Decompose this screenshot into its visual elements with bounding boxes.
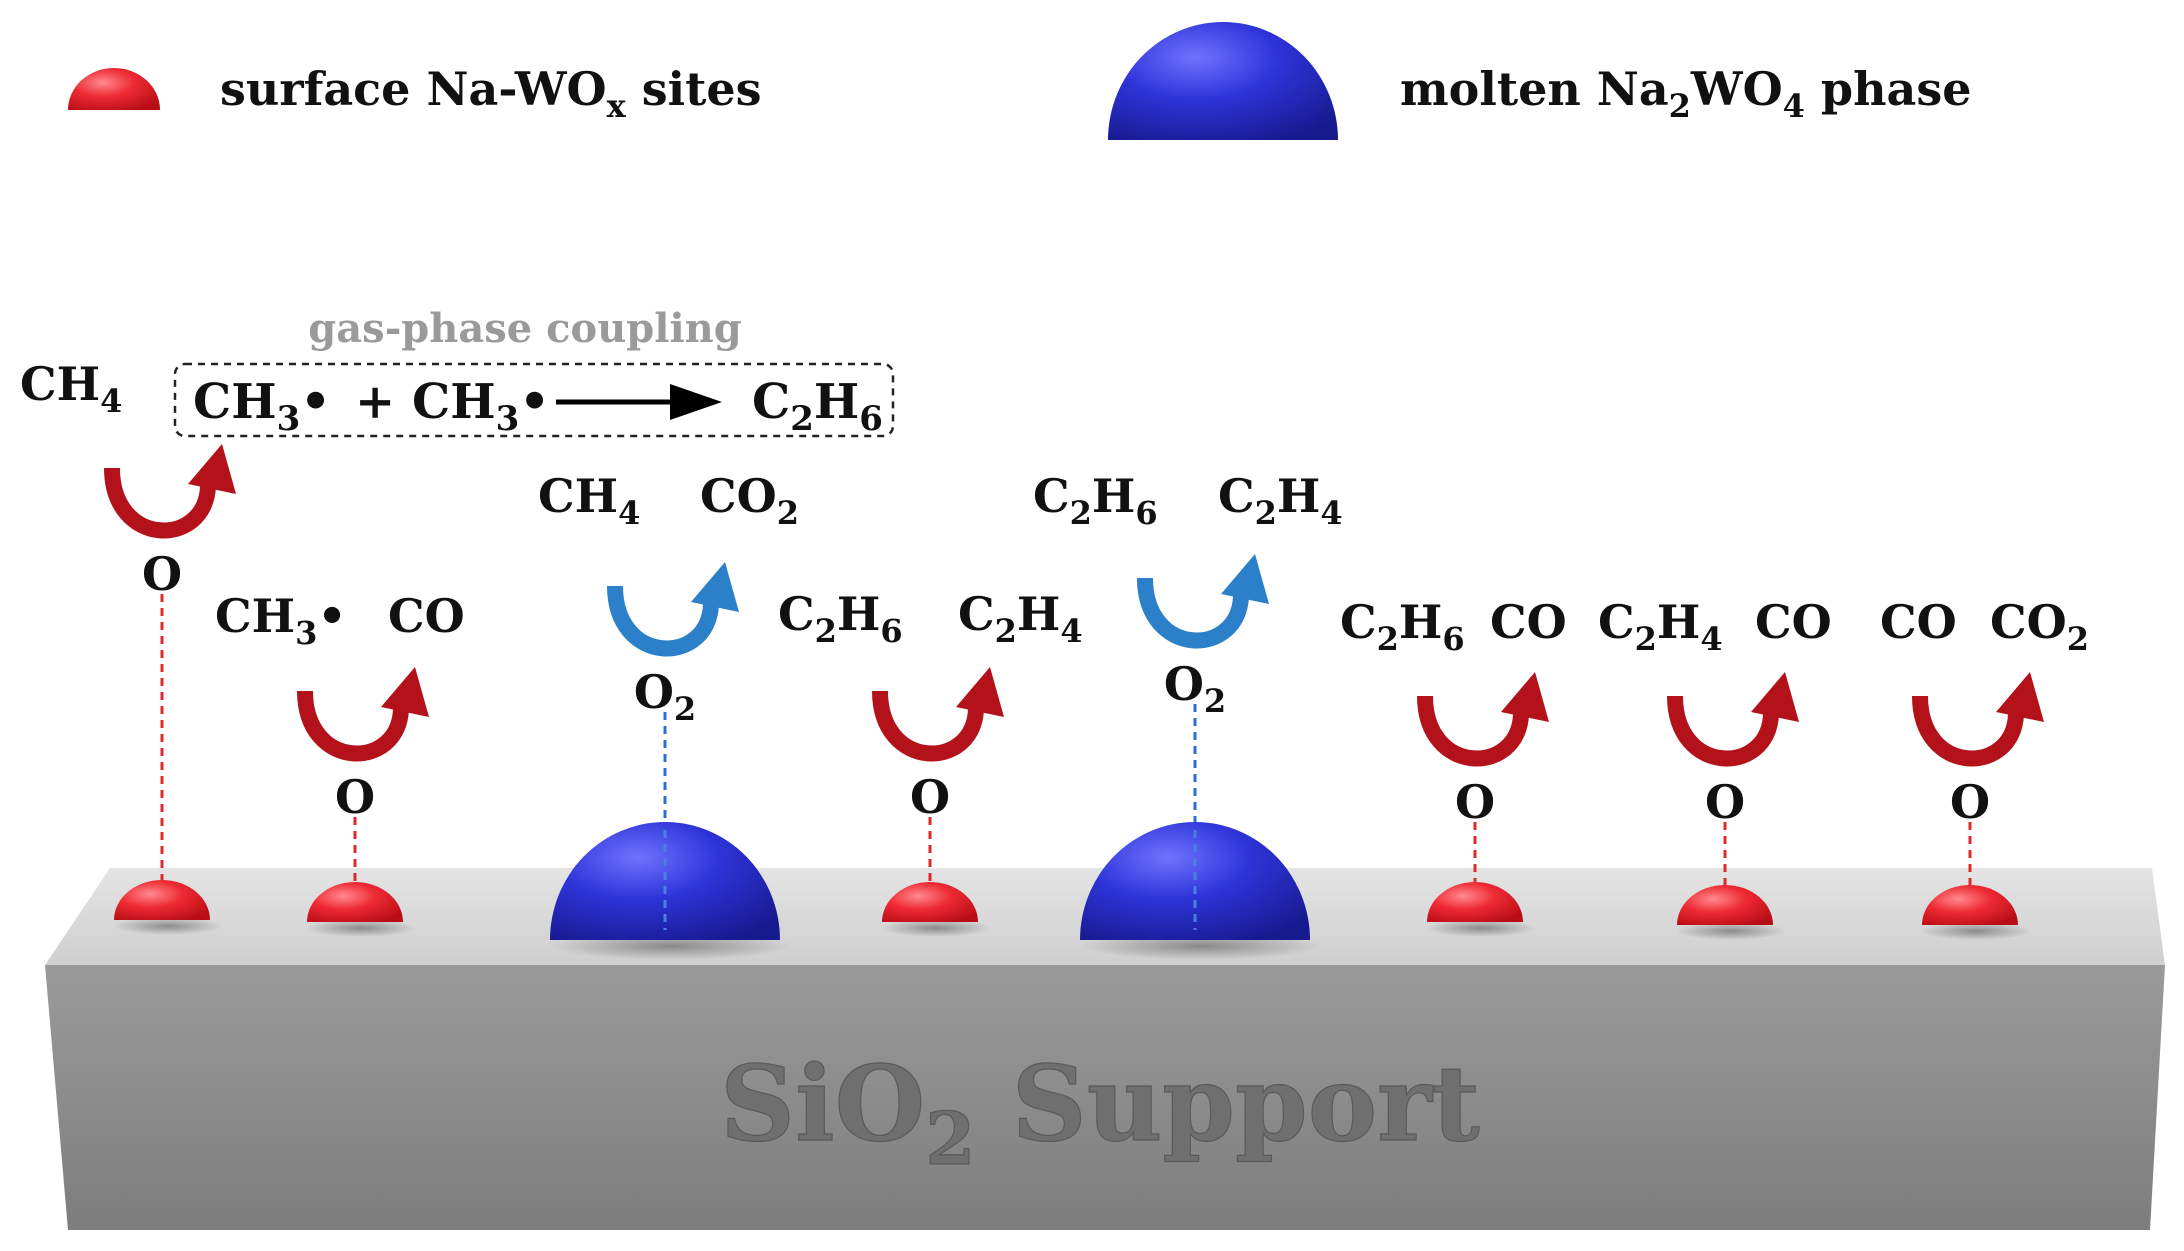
site-product-label: CO [1755, 595, 1832, 649]
reaction-arrow-icon [607, 585, 719, 657]
reaction-arrow-icon [1137, 577, 1249, 649]
site-shadow [1676, 922, 1786, 940]
site-reactant-label: CO [1880, 595, 1957, 649]
legend-red-site-icon [68, 68, 160, 110]
coupling-reactant-a: CH3• [193, 374, 331, 439]
reaction-arrowhead-icon [1221, 554, 1269, 604]
site-product-label: C2H4 [1218, 469, 1343, 532]
site-shadow [306, 919, 416, 937]
site-reactant-label: C2H6 [1033, 469, 1158, 532]
molten-na2wo4-dome [1080, 822, 1310, 940]
site-product-label: C2H4 [958, 587, 1083, 650]
coupling-plus: + [355, 374, 395, 430]
site-1: O CH4 [20, 357, 236, 935]
coupling-arrow-icon [556, 384, 722, 420]
site-reactant-label: C2H4 [1598, 595, 1723, 658]
reaction-arrowhead-icon [1996, 672, 2044, 722]
molten-na2wo4-dome [550, 822, 780, 940]
legend: surface Na-WOx sites molten Na2WO4 phase [68, 22, 1972, 140]
legend-blue-label: molten Na2WO4 phase [1400, 62, 1972, 125]
site-oxygen-label: O [1950, 775, 1990, 829]
reaction-arrowhead-icon [1501, 672, 1549, 722]
site-reactant-label: C2H6 [1340, 595, 1465, 658]
site-shadow [881, 919, 991, 937]
site-shadow [113, 917, 223, 935]
reaction-arrowhead-icon [188, 444, 236, 494]
surface-na-wox-dome [1922, 885, 2018, 925]
reaction-arrow-icon [104, 467, 216, 539]
surface-na-wox-dome [1677, 885, 1773, 925]
gas-phase-coupling: gas-phase coupling CH3• + CH3• C2H6 [173, 305, 895, 439]
site-6: O C2H6 CO [1340, 595, 1567, 937]
site-oxygen-label: O [1705, 775, 1745, 829]
site-2: O CH3• CO [215, 589, 465, 937]
reaction-arrow-icon [297, 690, 409, 762]
site-8: O CO CO2 [1880, 595, 2089, 940]
surface-na-wox-dome [307, 882, 403, 922]
gas-phase-caption: gas-phase coupling [308, 305, 741, 352]
surface-na-wox-dome [882, 882, 978, 922]
reaction-arrowhead-icon [691, 562, 739, 612]
site-product-label: CO [1490, 595, 1567, 649]
reaction-arrow-icon [1667, 695, 1779, 767]
reaction-arrow-icon [1912, 695, 2024, 767]
site-oxygen-label: O2 [634, 665, 696, 728]
site-shadow [1921, 922, 2031, 940]
support-label: SiO2 Support [720, 1042, 1480, 1181]
site-oxygen-label: O [335, 770, 375, 824]
reaction-arrowhead-icon [956, 667, 1004, 717]
site-oxygen-label: O [142, 547, 182, 601]
site-4: O C2H6 C2H4 [778, 587, 1083, 937]
site-product-label: CO2 [1990, 595, 2089, 658]
site-reactant-label: CH3• [215, 589, 347, 652]
legend-blue-phase-icon [1108, 22, 1338, 140]
site-product-label: CO2 [700, 469, 799, 532]
site-oxygen-label: O [910, 770, 950, 824]
site-7: O C2H4 CO [1598, 595, 1832, 940]
site-shadow [1426, 919, 1536, 937]
site-5: O2 C2H6 C2H4 [1033, 469, 1343, 960]
site-3: O2 CH4 CO2 [538, 469, 799, 960]
coupling-reactant-b: CH3• [412, 374, 550, 439]
legend-red-label: surface Na-WOx sites [220, 62, 762, 125]
coupling-product: C2H6 [752, 374, 883, 439]
site-oxygen-label: O [1455, 775, 1495, 829]
surface-na-wox-dome [1427, 882, 1523, 922]
site-reactant-label: CH4 [538, 469, 640, 532]
reaction-arrowhead-icon [1751, 672, 1799, 722]
site-product-label: CO [388, 589, 465, 643]
reaction-arrow-icon [872, 690, 984, 762]
site-reactant-label: CH4 [20, 357, 122, 420]
site-reactant-label: C2H6 [778, 587, 903, 650]
reaction-arrowhead-icon [381, 667, 429, 717]
reaction-arrow-icon [1417, 695, 1529, 767]
site-oxygen-label: O2 [1164, 657, 1226, 720]
support-front-face [45, 965, 2165, 1230]
surface-na-wox-dome [114, 880, 210, 920]
